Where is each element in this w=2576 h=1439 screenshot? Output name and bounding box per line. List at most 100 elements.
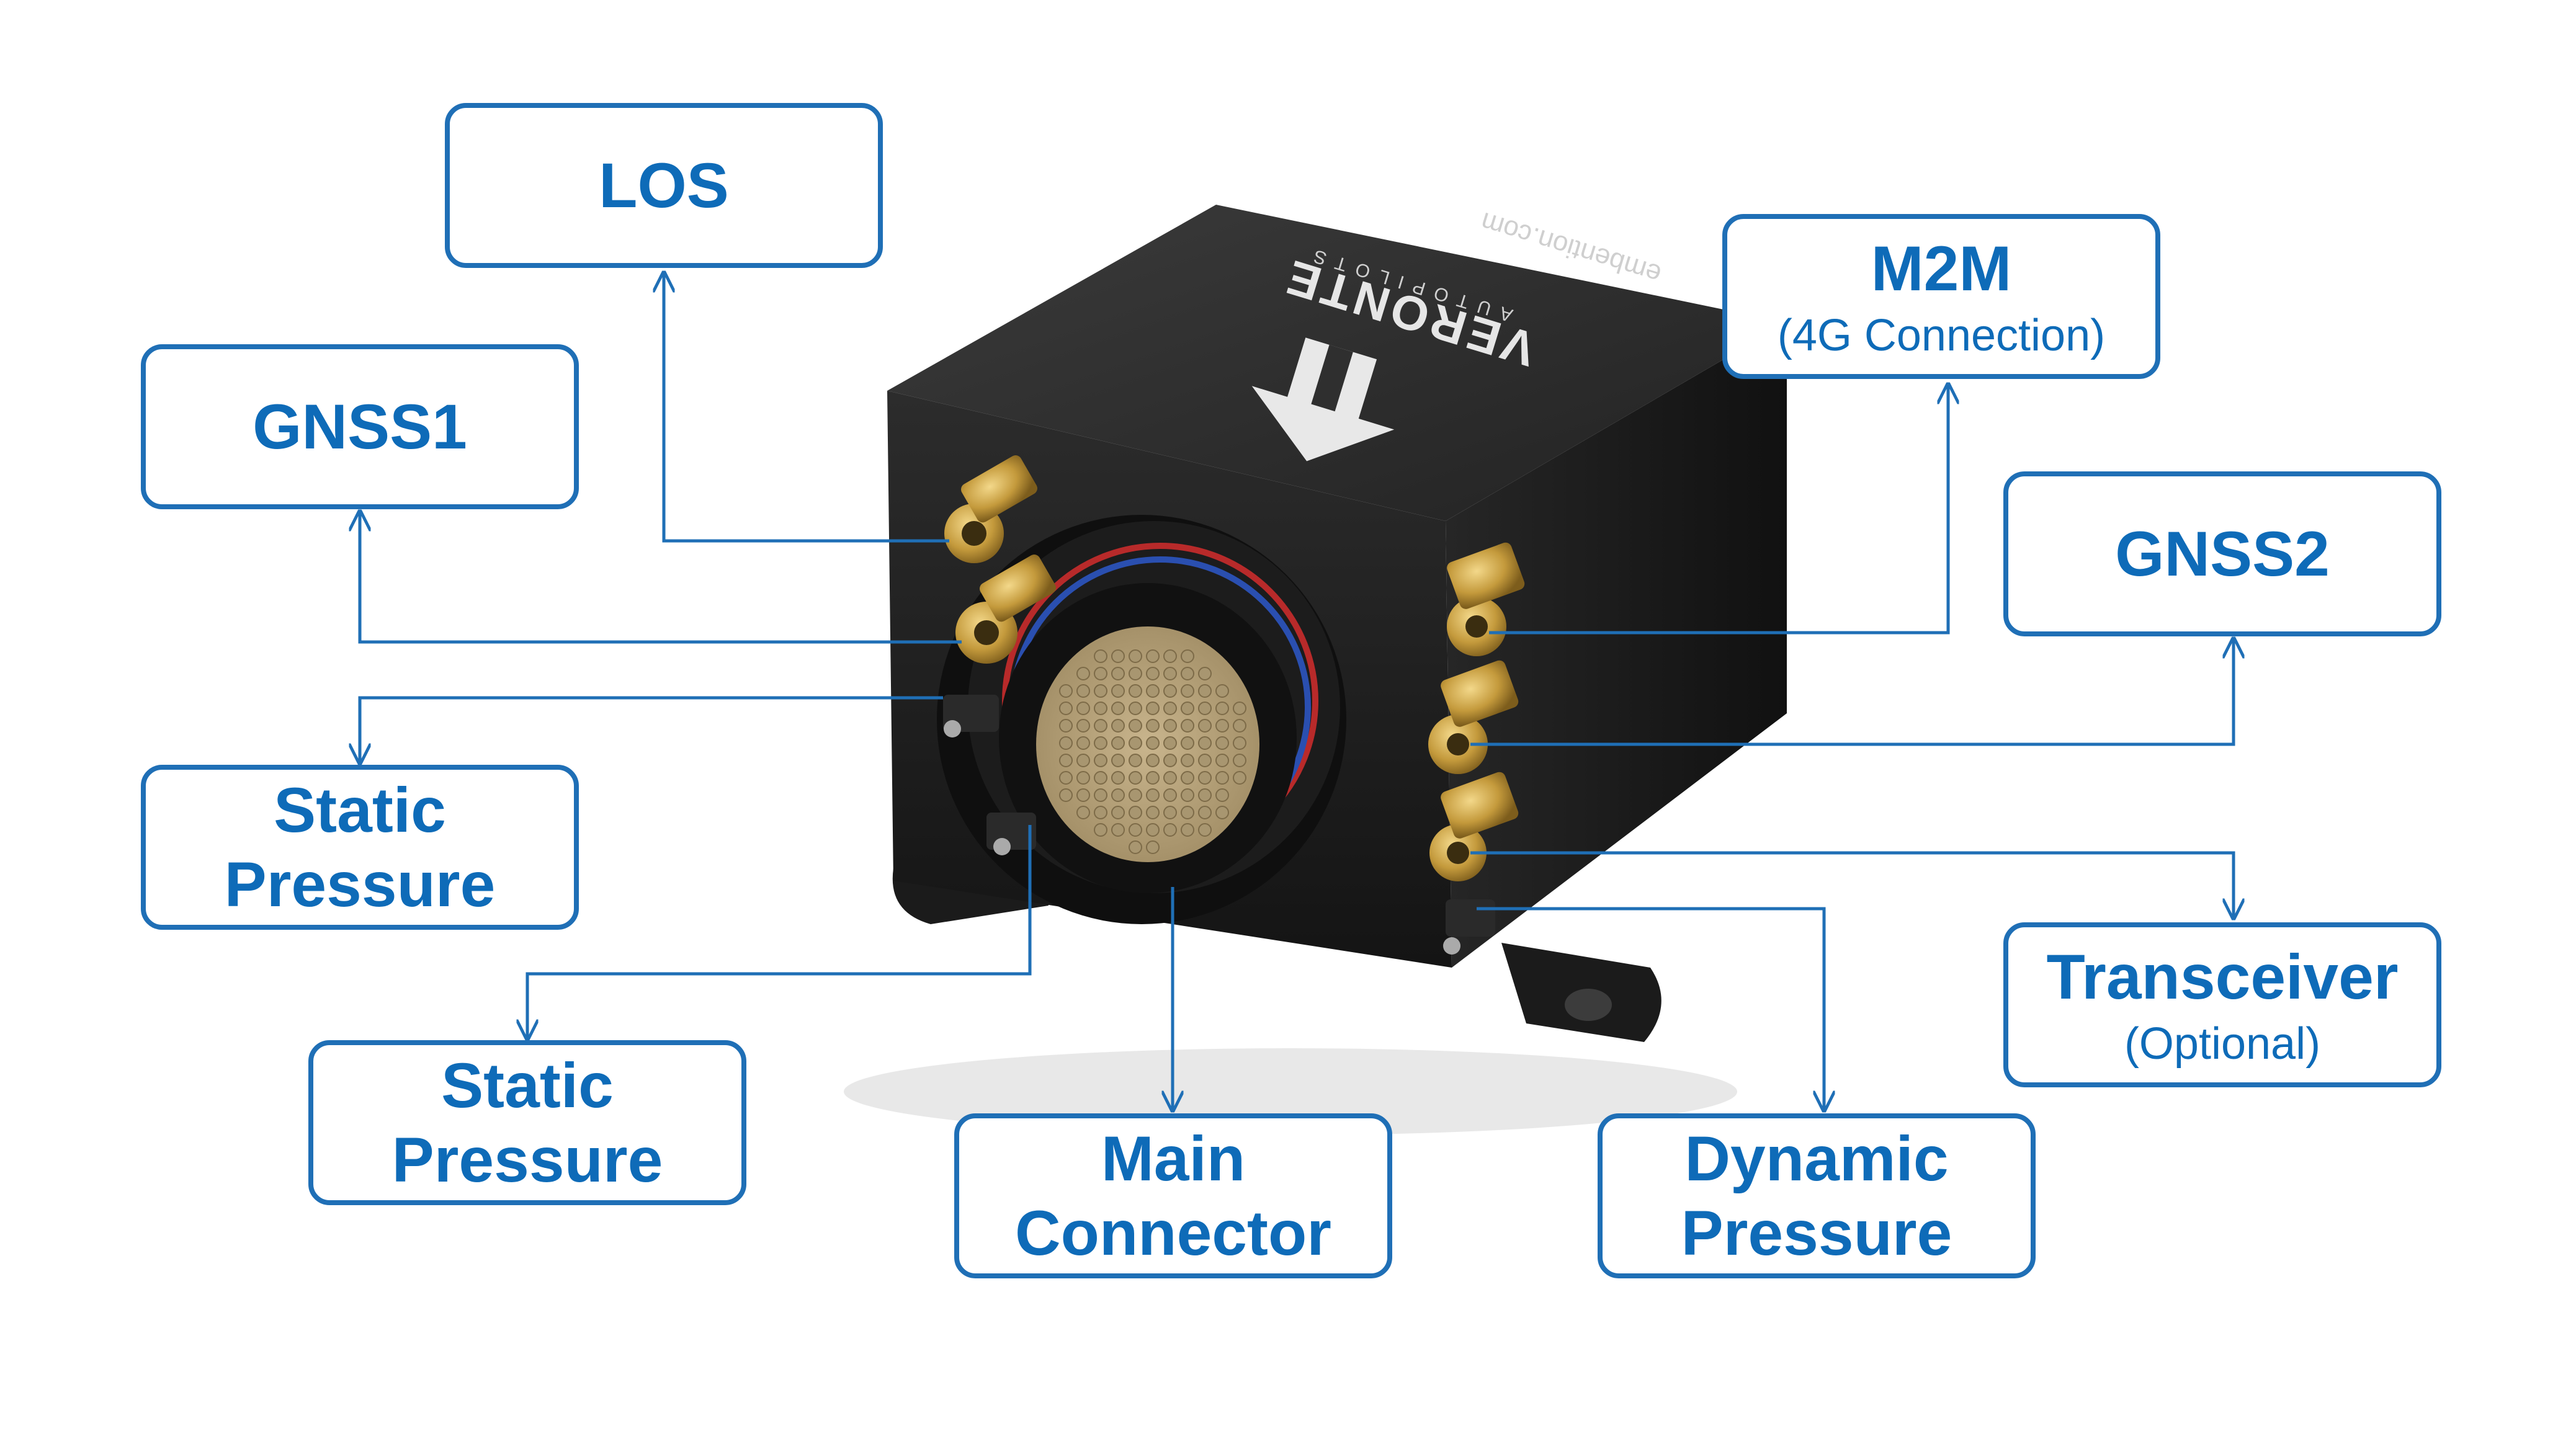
connector-pin <box>1076 719 1090 733</box>
connector-pin <box>1198 823 1212 837</box>
callout-los: LOS <box>445 103 883 268</box>
leader-line-gnss2 <box>1470 639 2234 746</box>
connector-pin <box>1181 649 1194 663</box>
connector-pin <box>1215 771 1229 785</box>
connector-pin <box>1129 667 1142 680</box>
connector-pin <box>1233 736 1246 750</box>
main-connector <box>937 515 1346 924</box>
connector-pin <box>1094 702 1107 715</box>
callout-transceiver-sublabel: (Optional) <box>2124 1018 2321 1069</box>
connector-pin <box>1059 788 1073 802</box>
connector-pin <box>1198 736 1212 750</box>
connector-pin <box>1181 684 1194 698</box>
connector-pin <box>1163 754 1177 767</box>
connector-pin <box>1094 806 1107 819</box>
connector-pin <box>1163 649 1177 663</box>
callout-dynamic-pressure-label: Dynamic Pressure <box>1681 1123 1952 1268</box>
connector-pin <box>1094 667 1107 680</box>
connector-pin <box>1111 736 1125 750</box>
connector-pin <box>1094 754 1107 767</box>
connector-pin <box>1181 736 1194 750</box>
connector-pin <box>1111 667 1125 680</box>
connector-pin <box>1181 806 1194 819</box>
connector-pin <box>1181 788 1194 802</box>
device-logo <box>1251 337 1395 461</box>
callout-static-pressure-2: Static Pressure <box>308 1040 746 1205</box>
connector-pin <box>1129 788 1142 802</box>
connector-pin <box>1181 719 1194 733</box>
connector-pin <box>1146 649 1160 663</box>
connector-pin <box>1094 771 1107 785</box>
connector-pin <box>1076 771 1090 785</box>
connector-pin <box>1163 684 1177 698</box>
connector-pin <box>1198 788 1212 802</box>
connector-pin <box>1233 754 1246 767</box>
connector-pin <box>1129 754 1142 767</box>
sma-connector-gnss2 <box>1428 660 1519 774</box>
callout-transceiver-label: Transceiver <box>2046 942 2399 1013</box>
connector-pin <box>1163 736 1177 750</box>
callout-transceiver: Transceiver (Optional) <box>2003 922 2441 1087</box>
connector-pin <box>1076 684 1090 698</box>
connector-pin <box>1198 771 1212 785</box>
pressure-port-static-1 <box>943 695 999 737</box>
callout-main-connector-label: Main Connector <box>1015 1123 1331 1268</box>
callout-m2m-sublabel: (4G Connection) <box>1777 310 2106 360</box>
connector-pin <box>1163 667 1177 680</box>
connector-pin <box>1163 771 1177 785</box>
callout-dynamic-pressure: Dynamic Pressure <box>1598 1113 2036 1278</box>
callout-gnss2: GNSS2 <box>2003 471 2441 636</box>
connector-pin <box>1198 806 1212 819</box>
connector-pin <box>1129 771 1142 785</box>
connector-pin <box>1146 684 1160 698</box>
connector-pin <box>1215 806 1229 819</box>
connector-pin <box>1163 788 1177 802</box>
connector-pin <box>1215 788 1229 802</box>
connector-pin <box>1146 788 1160 802</box>
connector-pin <box>1111 823 1125 837</box>
callout-m2m: M2M (4G Connection) <box>1722 214 2160 379</box>
connector-pin <box>1111 806 1125 819</box>
connector-pin <box>1076 788 1090 802</box>
connector-pin <box>1181 702 1194 715</box>
connector-pin <box>1076 667 1090 680</box>
callout-static-pressure-1: Static Pressure <box>141 765 579 930</box>
callout-los-label: LOS <box>599 149 729 221</box>
connector-pin <box>1111 754 1125 767</box>
connector-pin <box>1163 806 1177 819</box>
connector-pin <box>1181 771 1194 785</box>
leader-line-static-pressure-2 <box>527 825 1032 1039</box>
connector-pin <box>1198 719 1212 733</box>
sma-connector-los <box>944 455 1037 563</box>
connector-pin <box>1181 823 1194 837</box>
connector-pin <box>1094 684 1107 698</box>
connector-pin <box>1111 684 1125 698</box>
connector-pin <box>1163 823 1177 837</box>
connector-pin <box>1129 840 1142 854</box>
leader-line-m2m <box>1489 385 1948 635</box>
connector-pin <box>1146 736 1160 750</box>
callout-static-pressure-1-label: Static Pressure <box>224 774 496 920</box>
pressure-port-static-2 <box>986 813 1036 855</box>
connector-pin <box>1129 806 1142 819</box>
connector-pin <box>1215 754 1229 767</box>
connector-pin <box>1198 684 1212 698</box>
connector-pin <box>1198 754 1212 767</box>
connector-pin <box>1094 788 1107 802</box>
connector-pin <box>1146 702 1160 715</box>
connector-pin <box>1215 684 1229 698</box>
connector-pin <box>1111 719 1125 733</box>
connector-pin <box>1163 719 1177 733</box>
leader-line-gnss1 <box>360 512 962 644</box>
connector-pin <box>1059 702 1073 715</box>
connector-pin <box>1059 771 1073 785</box>
connector-pin <box>1076 736 1090 750</box>
connector-pin <box>1146 823 1160 837</box>
connector-pin <box>1059 719 1073 733</box>
sma-connector-gnss1 <box>955 555 1056 664</box>
connector-pin <box>1233 702 1246 715</box>
callout-gnss1: GNSS1 <box>141 344 579 509</box>
sma-connector-m2m <box>1447 542 1525 656</box>
connector-pin <box>1146 840 1160 854</box>
